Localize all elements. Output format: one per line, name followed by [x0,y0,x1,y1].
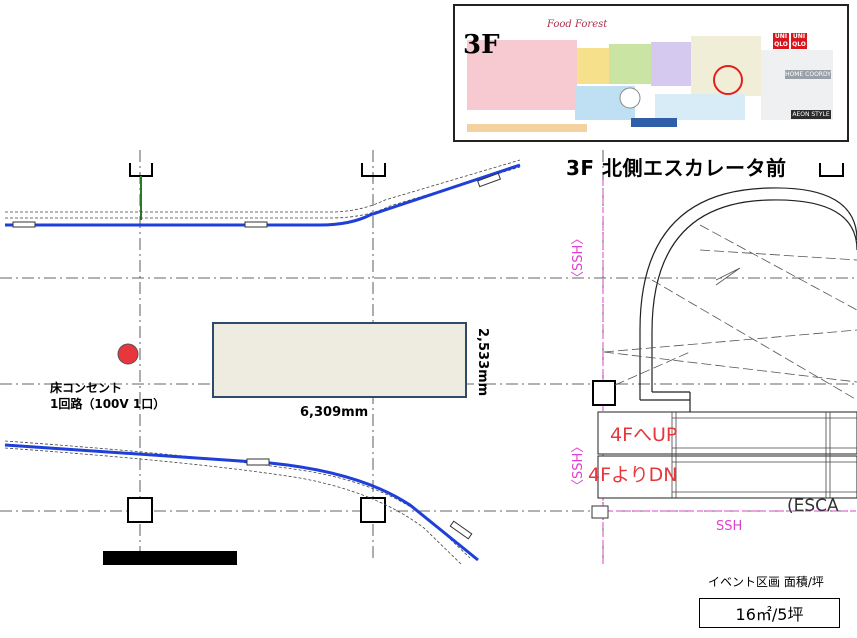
inset-zone-green [609,44,651,84]
escalator-down-belt [597,455,857,499]
rail-marker [476,172,502,188]
inset-legend-strip [467,124,587,132]
area-value-box: 16㎡/5坪 [699,598,840,628]
inset-map-drawing [467,36,833,132]
floor-outline [5,166,521,219]
ssh-marker [591,505,609,519]
outlet-label: 床コンセント 1回路（100V 1口） [50,380,165,412]
escalator-up-label: 4FへUP [610,424,678,446]
inset-floor-map: 3F Food Forest UNI QLO UNI QLO HOME COOR… [453,4,849,142]
redacted-block [103,551,237,565]
inset-zone-gray [761,50,833,120]
plan-title: 3F 北側エスカレータ前 [566,156,787,180]
inset-floor-label: 3F [463,30,500,60]
rail-marker [449,520,473,540]
ssh-label: 〈SSH〉 [571,231,586,284]
inset-legend-tag [631,118,677,127]
escalator-dashed [699,249,857,261]
rail-marker [244,221,268,228]
inset-brand-label: HOME COORDY [785,70,831,79]
escalator-arrow [715,267,741,286]
escalator-dashed [651,279,857,401]
inset-zone-lightblue [655,94,745,120]
blue-route-line [5,163,521,227]
escalator-dome [651,199,857,392]
floor-outline [4,440,471,559]
inset-brand-label: AEON STYLE [791,110,831,119]
booth-depth-label: 2,533mm [475,328,490,397]
escalator-down-label: 4FよりDN [588,464,678,486]
inset-escalator-hall [619,87,641,109]
escalator-dome [639,187,857,400]
booth-width-label: 6,309mm [300,405,369,420]
area-value: 16㎡/5坪 [735,605,804,624]
floor-outline [5,159,521,213]
escalator-dashed [603,351,857,383]
structural-column [592,380,616,406]
ssh-label: SSH [716,519,743,534]
outlet-dot [117,343,139,365]
escalator-label: (ESCA [787,496,839,516]
inset-food-forest-label: Food Forest [547,19,608,30]
inset-brand-logo: UNI QLO [773,33,789,49]
inset-brand-logo: UNI QLO [791,33,807,49]
inset-zone-purple [651,42,691,86]
rail-marker [12,221,36,228]
floor-outline [4,447,463,566]
outlet-label-line1: 床コンセント [50,381,123,395]
structural-column [127,497,153,523]
rail-marker [246,458,270,466]
structural-column [819,163,844,177]
ssh-label: 〈SSH〉 [571,439,586,492]
structural-column [129,163,153,177]
escalator-up-belt [597,411,857,455]
inset-zone-yellow [577,48,609,84]
inset-zone-pink [467,40,577,110]
structural-column [361,163,386,177]
structural-column [360,497,386,523]
area-caption: イベント区画 面積/坪 [708,575,824,589]
blue-route-line [4,443,479,562]
inset-location-highlight-circle [713,65,743,95]
outlet-label-line2: 1回路（100V 1口） [50,397,166,411]
booth-area [212,322,467,398]
escalator-dashed [699,224,857,311]
escalator-dashed [603,329,857,353]
